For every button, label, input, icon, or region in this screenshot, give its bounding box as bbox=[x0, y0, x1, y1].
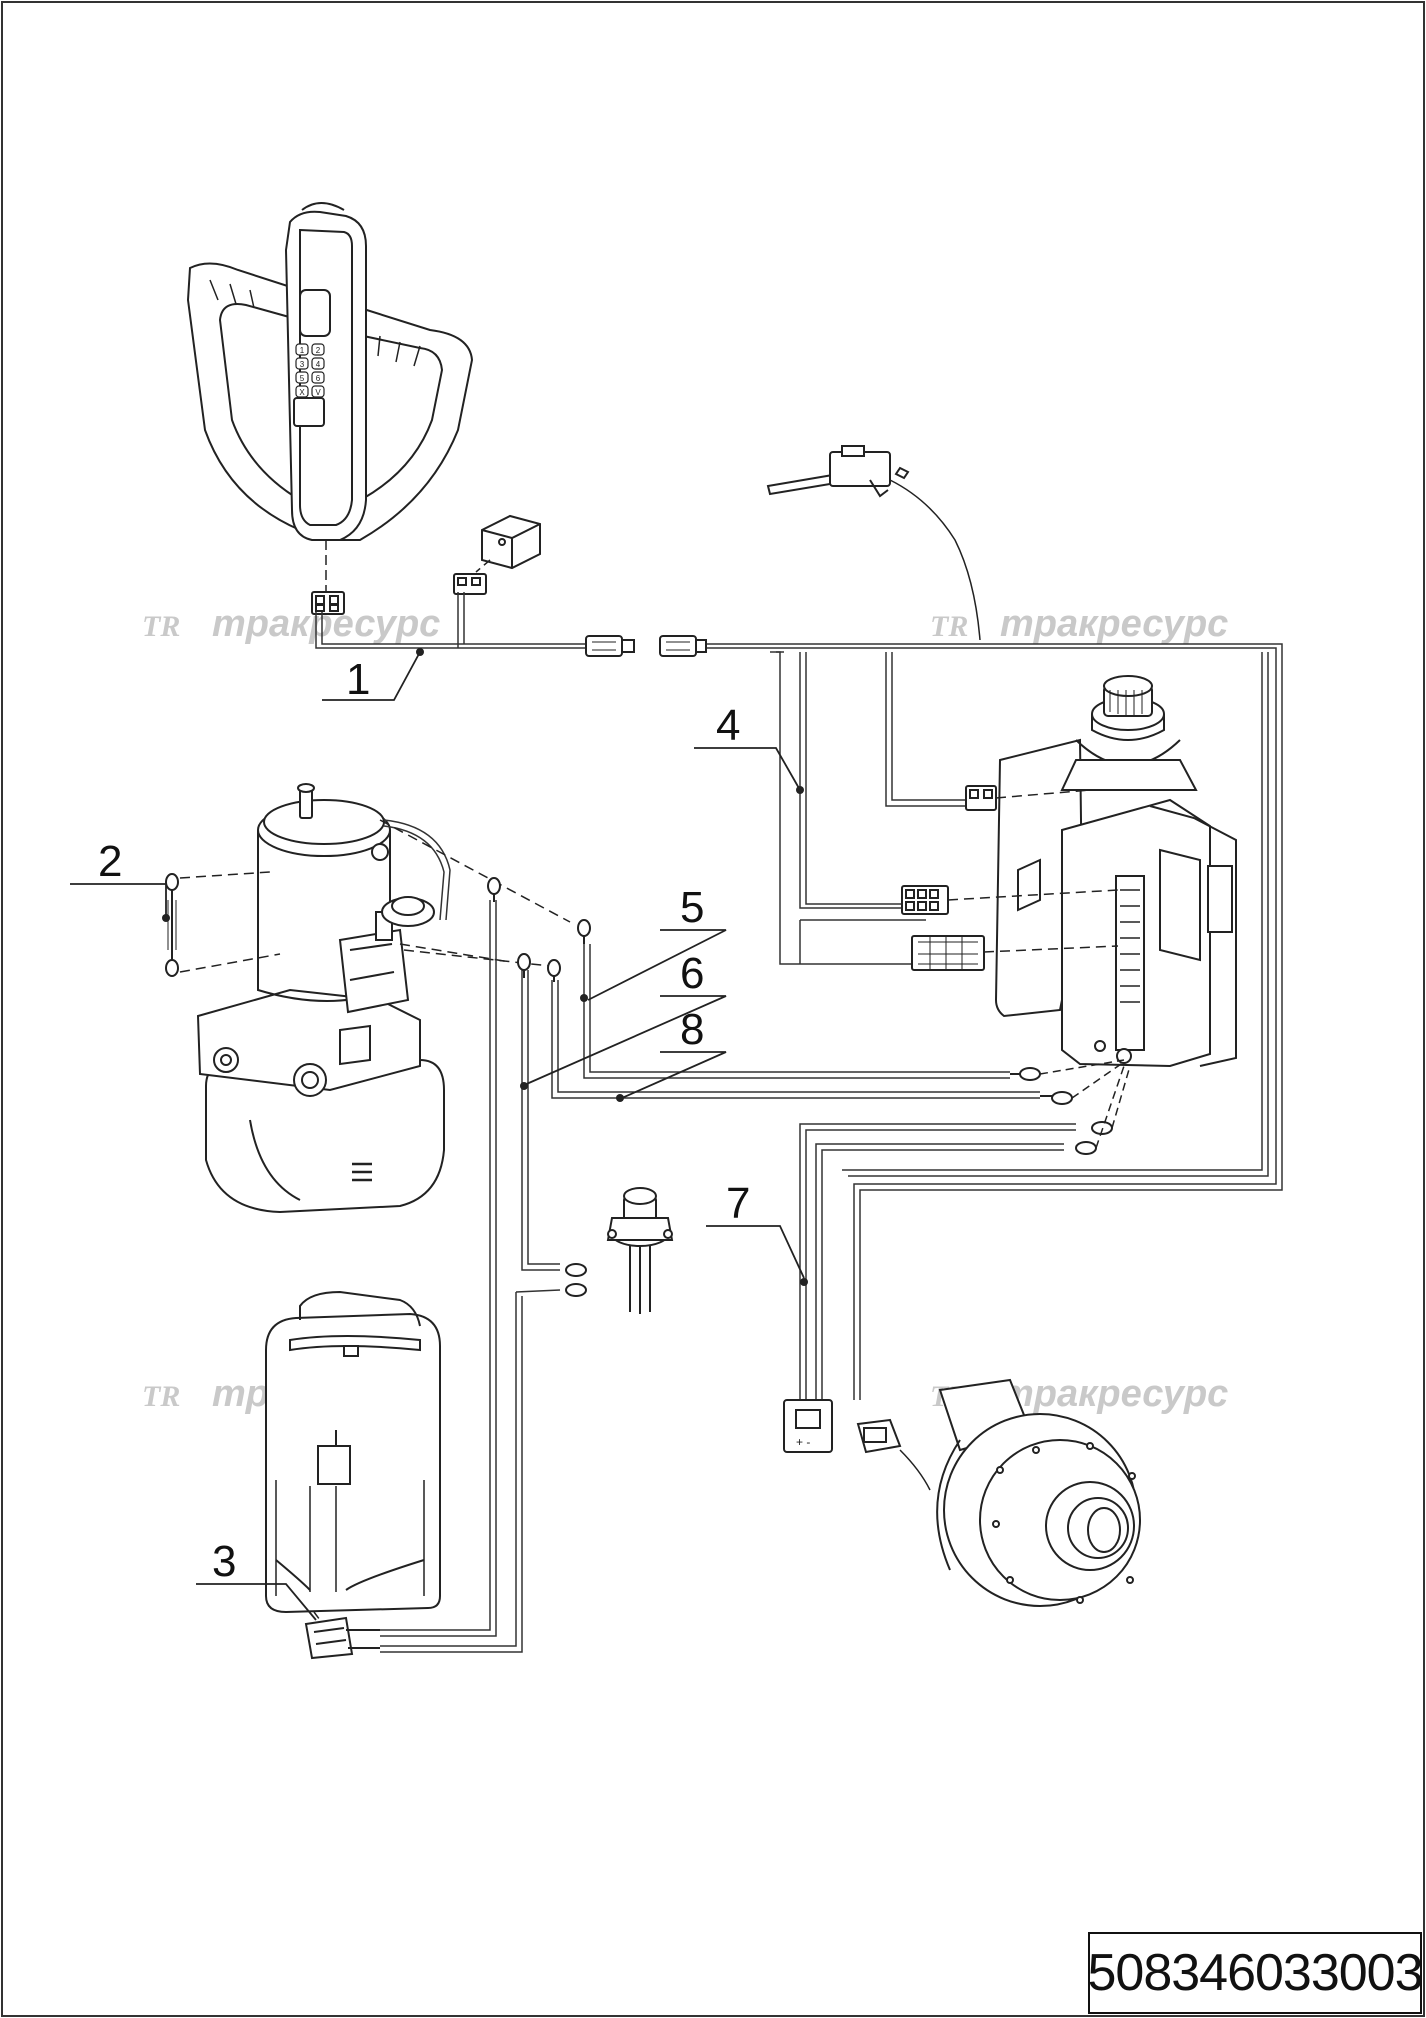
tiller-handle bbox=[186, 202, 474, 541]
svg-text:+ -: + - bbox=[796, 1435, 810, 1449]
keypad-key-label: 1 bbox=[300, 346, 305, 355]
callout-dots bbox=[162, 648, 808, 1286]
keypad-key-label: 3 bbox=[300, 360, 305, 369]
motor-controller bbox=[994, 675, 1237, 1068]
callout-6: 6 bbox=[680, 949, 704, 998]
controller-connector-medium bbox=[901, 885, 949, 915]
traction-motor-connector bbox=[856, 1418, 902, 1454]
handle-keypad: 1 2 3 4 5 6X V bbox=[295, 343, 325, 398]
jumper-link-lines bbox=[179, 819, 571, 973]
keypad-key bbox=[295, 357, 309, 370]
harness-4-wires bbox=[770, 651, 1269, 1177]
watermark-top-left: TR тракресурс bbox=[142, 603, 440, 645]
inline-connector-pair bbox=[585, 635, 707, 657]
watermark-top-right: TR тракресурс bbox=[930, 603, 1228, 645]
keypad-key bbox=[295, 371, 309, 384]
callout-5: 5 bbox=[680, 883, 704, 932]
callout-leaders bbox=[70, 651, 805, 1621]
controller-link-lines bbox=[947, 789, 1119, 953]
keypad-key-label: 4 bbox=[316, 360, 321, 369]
pump-motor bbox=[196, 783, 445, 1214]
svg-text:TR: TR bbox=[142, 1380, 180, 1413]
callout-1: 1 bbox=[346, 655, 370, 704]
micro-switch bbox=[766, 445, 910, 498]
keypad-key bbox=[311, 343, 325, 356]
callout-2: 2 bbox=[98, 837, 122, 886]
harness-1-wires bbox=[315, 592, 1283, 1400]
svg-text:тракресурс: тракресурс bbox=[1000, 603, 1228, 645]
keypad-key-label: 6 bbox=[316, 374, 321, 383]
battery bbox=[265, 1290, 441, 1614]
controller-connector-large bbox=[911, 935, 985, 971]
traction-motor bbox=[936, 1378, 1141, 1607]
battery-connector bbox=[304, 1616, 380, 1660]
harness-7-wires bbox=[799, 1123, 1076, 1400]
svg-text:TR: TR bbox=[142, 610, 180, 643]
callout-4: 4 bbox=[716, 701, 740, 750]
keypad-key-label: 2 bbox=[316, 346, 321, 355]
harness-5-6-8-wires bbox=[380, 900, 1040, 1653]
key-switch bbox=[606, 1187, 674, 1314]
terminal-link-lines bbox=[1039, 1059, 1131, 1149]
keypad-key-label: X bbox=[299, 388, 305, 397]
drawing-number: 508346033003 bbox=[1087, 1944, 1423, 2002]
keypad-key-label: 5 bbox=[300, 374, 305, 383]
handle-connector bbox=[311, 591, 345, 615]
key-switch-connector bbox=[453, 573, 487, 595]
keypad-key bbox=[295, 385, 309, 398]
ring-terminals bbox=[487, 877, 1113, 1297]
keypad-key bbox=[311, 385, 325, 398]
keypad-key bbox=[295, 343, 309, 356]
callout-8: 8 bbox=[680, 1005, 704, 1054]
callout-3: 3 bbox=[212, 1537, 236, 1586]
drawing-number-box: 508346033003 bbox=[1087, 1932, 1424, 2014]
key-switch-block bbox=[481, 514, 541, 570]
svg-text:TR: TR bbox=[930, 610, 968, 643]
harness-7-connector: + - bbox=[783, 1399, 833, 1453]
keypad-key bbox=[311, 357, 325, 370]
jumper-cable-2 bbox=[165, 873, 179, 977]
callout-7: 7 bbox=[726, 1179, 750, 1228]
keypad-key bbox=[311, 371, 325, 384]
svg-text:тракресурс: тракресурс bbox=[1000, 1373, 1228, 1415]
keypad-key-label: V bbox=[315, 388, 321, 397]
controller-connector-small bbox=[965, 785, 997, 811]
